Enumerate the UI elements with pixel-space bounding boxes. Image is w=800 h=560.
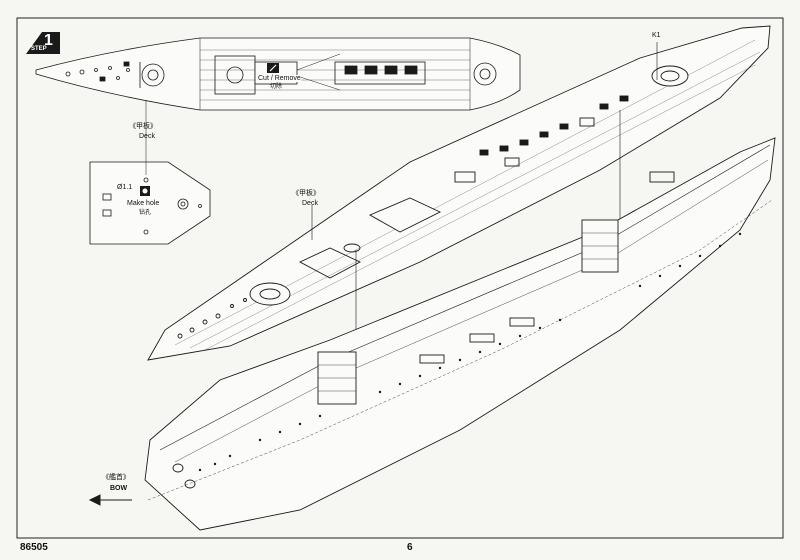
step-badge-icon xyxy=(26,32,60,54)
isometric-deck xyxy=(147,25,771,361)
isometric-hull xyxy=(144,137,776,531)
hole-detail-inset xyxy=(89,160,211,245)
deck-plan-view xyxy=(35,37,521,160)
make-hole-icon xyxy=(140,186,150,196)
page-frame xyxy=(16,17,784,539)
cut-remove-icon xyxy=(267,63,279,73)
bow-arrow-icon xyxy=(88,494,132,506)
